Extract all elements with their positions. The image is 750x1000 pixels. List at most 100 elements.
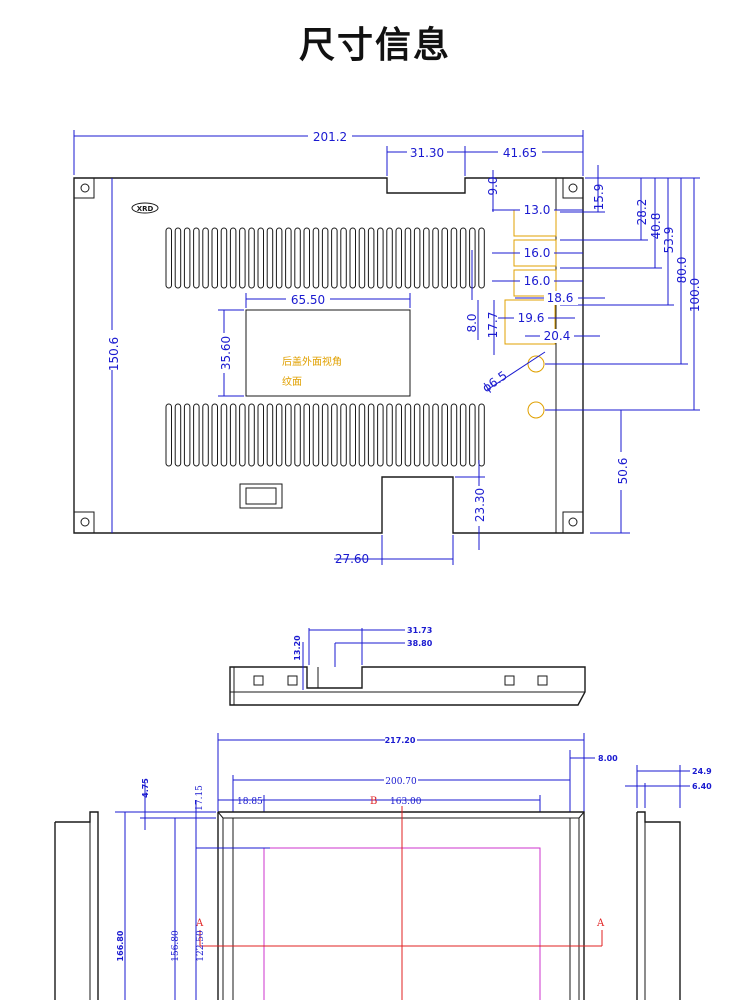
vent-slots-bottom — [165, 403, 485, 467]
vent-slot — [248, 403, 255, 467]
dim-16-0b-label: 16.0 — [524, 274, 551, 288]
dim-53-9-label: 53.9 — [662, 227, 676, 254]
dim-4-75-label: 4.75 — [141, 778, 150, 798]
section-b-label: B — [370, 796, 377, 807]
dim-31-73-label: 31.73 — [407, 626, 432, 635]
vent-slot — [395, 403, 402, 467]
dim-overall-height-label: 150.6 — [107, 337, 121, 371]
dim-13-20-label: 13.20 — [293, 635, 302, 661]
vent-slot — [459, 403, 467, 467]
left-profile — [54, 811, 99, 1000]
dim-163-00-label: 163.00 — [390, 797, 422, 807]
dim-166-80-label: 166.80 — [116, 930, 125, 961]
vent-slot — [285, 227, 292, 289]
vent-slot — [294, 403, 301, 467]
vent-slot — [266, 227, 274, 289]
port-cutout — [239, 483, 283, 509]
vent-slot — [165, 403, 172, 467]
vent-slot — [303, 403, 310, 467]
dim-40-8-label: 40.8 — [649, 213, 663, 240]
brand-logo: XRD — [131, 202, 159, 214]
vent-slot — [404, 403, 412, 467]
note-line-1: 后盖外面视角 — [282, 355, 342, 368]
dim-bottom-notch-width-label: 27.60 — [335, 552, 369, 566]
vent-slot — [321, 403, 329, 467]
vent-slot — [275, 403, 283, 467]
vent-slot — [294, 227, 301, 289]
vent-slot — [367, 227, 375, 289]
dim-overall-width-label: 201.2 — [313, 130, 347, 144]
dim-top-notch-left-label: 31.30 — [410, 146, 444, 160]
dim-label-area: 65.50 35.60 — [216, 292, 411, 397]
vent-slot — [220, 227, 228, 289]
vent-slot — [413, 227, 421, 289]
vent-slot — [202, 403, 209, 467]
vent-slot — [275, 227, 283, 289]
dim-13-0-label: 13.0 — [524, 203, 551, 217]
dim-15-9-label: 15.9 — [592, 184, 606, 211]
dim-217-20-label: 217.20 — [385, 736, 416, 745]
vent-slot — [331, 403, 338, 467]
brand-logo-text: XRD — [137, 205, 154, 213]
page-title: 尺寸信息 — [298, 25, 451, 66]
dim-28-2-label: 28.2 — [635, 199, 649, 226]
vent-slot — [183, 403, 191, 467]
vent-slot — [441, 227, 448, 289]
vent-slot — [404, 227, 412, 289]
dim-overall-height: 150.6 — [104, 178, 121, 533]
vent-slot — [239, 227, 246, 289]
front-view: 217.20 8.00 200.70 18.85 B 163.00 A A 16… — [54, 733, 712, 1000]
dim-right-chain: 15.9 28.2 40.8 53.9 80.0 100.0 50.6 — [545, 165, 702, 534]
corner-mount-holes — [73, 178, 583, 533]
vent-slots-top — [165, 227, 485, 289]
vent-slot — [386, 227, 393, 289]
feature-markers — [486, 209, 557, 419]
dim-20-4-label: 20.4 — [544, 329, 571, 343]
vent-slot — [450, 403, 458, 467]
side-port-1 — [253, 675, 264, 686]
side-port-2 — [287, 675, 298, 686]
vent-slot — [441, 403, 448, 467]
dim-24-9-label: 24.9 — [692, 767, 712, 776]
vent-slot — [174, 227, 182, 289]
dim-bottom-notch: 27.60 23.30 — [334, 460, 488, 566]
vent-slot — [211, 403, 218, 467]
vent-slot — [193, 227, 200, 289]
side-view-outline — [229, 666, 586, 706]
vent-slot — [331, 227, 338, 289]
vent-slot — [432, 227, 439, 289]
vent-slot — [229, 403, 237, 467]
vent-slot — [459, 227, 467, 289]
dim-bottom-notch-height-label: 23.30 — [473, 488, 487, 522]
vent-slot — [423, 403, 430, 467]
dim-38-80-label: 38.80 — [407, 639, 433, 648]
vent-slot — [211, 227, 218, 289]
vent-slot — [469, 403, 476, 467]
vent-slot — [248, 227, 255, 289]
dim-9-0-label: 9.0 — [486, 176, 500, 195]
dim-122-50-label: 122.50 — [196, 930, 206, 962]
vent-slot — [413, 403, 421, 467]
dim-18-6-label: 18.6 — [547, 291, 574, 305]
back-view: XRD 后盖外面视角 纹面 201.2 — [73, 129, 702, 566]
dim-overall-width: 201.2 — [73, 129, 584, 175]
dim-feature-chain: 9.0 13.0 16.0 16.0 18.6 8.0 17.7 19.6 2 — [465, 170, 605, 395]
dim-top-notch: 31.30 41.65 — [386, 145, 584, 176]
side-port-3 — [504, 675, 515, 686]
vent-slot — [377, 403, 384, 467]
vent-slot — [257, 403, 264, 467]
vent-slot — [312, 403, 320, 467]
vent-slot — [478, 403, 485, 467]
vent-slot — [349, 403, 356, 467]
dim-80-0-label: 80.0 — [675, 257, 689, 284]
dim-6-40-label: 6.40 — [692, 782, 712, 791]
label-area — [245, 309, 411, 397]
back-view-outline — [73, 177, 584, 534]
vent-slot — [220, 403, 228, 467]
dim-top-notch-right-label: 41.65 — [503, 146, 537, 160]
vent-slot — [202, 227, 209, 289]
dim-19-6-label: 19.6 — [518, 311, 545, 325]
right-profile — [636, 811, 681, 1000]
side-port-4 — [537, 675, 548, 686]
